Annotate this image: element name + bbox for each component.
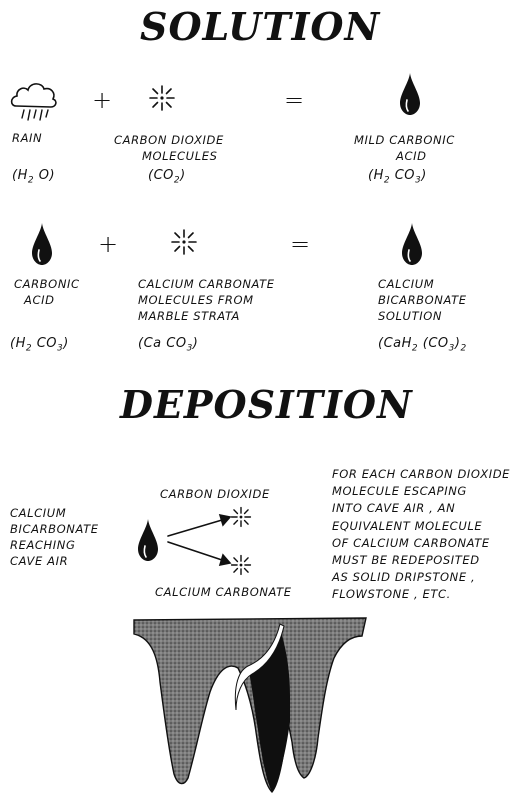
water-drop-icon [32,223,52,265]
cloud-rain-icon [10,83,57,121]
water-formula: (H2 O) [12,168,56,186]
rain-label: RAIN [12,131,43,145]
carbonic-acid-formula: (H2 CO3) [10,336,69,354]
calcium-carbonate-formula: (Ca CO3) [138,336,199,354]
water-drop-icon [138,519,158,561]
mild-carbonic-acid-label: MILD CARBONIC ACID [354,133,455,163]
arrow-icon [167,513,232,567]
plus-sign: + [98,230,119,258]
carbonic-acid-formula: (H2 CO3) [368,168,427,186]
calcium-bicarbonate-label: CALCIUM BICARBONATE SOLUTION [378,277,467,323]
calcium-bicarbonate-formula: (CaH2 (CO3)2 [378,336,467,354]
molecule-burst-icon [230,506,252,528]
deposition-note: FOR EACH CARBON DIOXIDE MOLECULE ESCAPIN… [332,467,511,602]
equals-sign: = [290,230,311,258]
molecule-burst-icon [149,85,175,111]
carbon-dioxide-product-label: CARBON DIOXIDE [160,487,270,501]
water-drop-icon [400,73,420,115]
deposition-title: DEPOSITION [120,382,413,427]
plus-sign: + [92,86,113,114]
calcium-carbonate-product-label: CALCIUM CARBONATE [155,585,292,599]
bicarbonate-cave-air-label: CALCIUM BICARBONATE REACHING CAVE AIR [10,506,99,568]
co2-label: CARBON DIOXIDE MOLECULES [114,133,224,163]
carbonic-acid-label: CARBONIC ACID [14,277,80,307]
stalactite-illustration [133,617,367,794]
co2-formula: (CO2) [148,168,186,186]
water-drop-icon [402,223,422,265]
molecule-burst-icon [230,554,252,576]
calcium-carbonate-label: CALCIUM CARBONATE MOLECULES FROM MARBLE … [138,277,275,323]
equals-sign: = [284,86,305,114]
solution-title: SOLUTION [140,4,381,49]
molecule-burst-icon [171,229,197,255]
